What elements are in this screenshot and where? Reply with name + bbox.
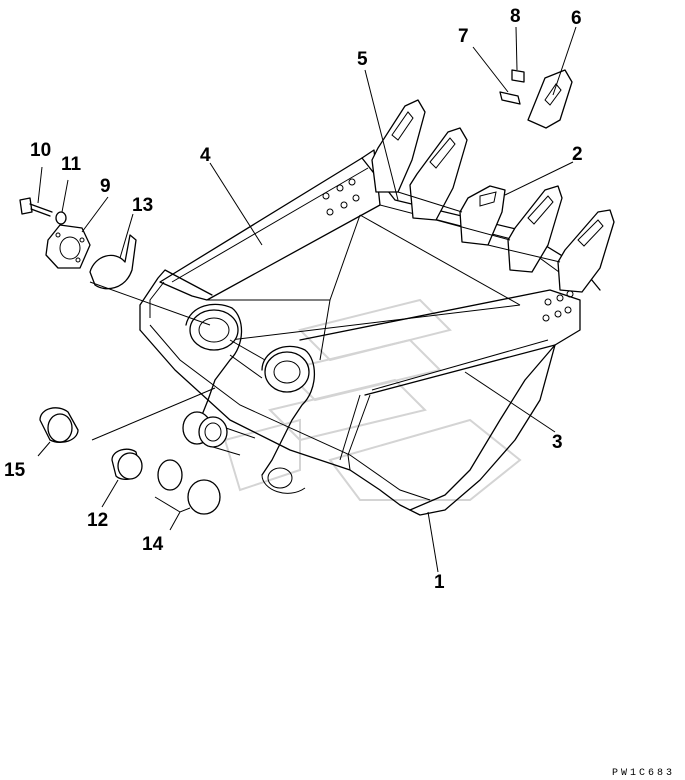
callout-4: 4 (200, 145, 211, 166)
watermark-logo (223, 298, 522, 501)
callout-10: 10 (30, 140, 51, 161)
washer (55, 211, 67, 225)
callout-12: 12 (87, 510, 108, 531)
bucket-teeth (371, 99, 615, 293)
tooth-point (527, 69, 573, 129)
callout-6: 6 (571, 8, 582, 29)
callout-7: 7 (458, 26, 469, 47)
tooth-pin (499, 91, 521, 105)
leader-lines (37, 26, 577, 573)
callout-15: 15 (4, 460, 26, 481)
bolt (19, 197, 53, 217)
callout-9: 9 (100, 176, 111, 197)
plate (45, 224, 91, 269)
callout-2: 2 (572, 144, 583, 165)
callout-labels: 1 2 3 4 5 6 7 8 9 10 11 12 13 14 15 (4, 6, 583, 593)
collar (111, 448, 143, 481)
callout-11: 11 (61, 154, 82, 175)
shim (89, 234, 137, 290)
mounting-bracket (182, 303, 316, 494)
callout-14: 14 (142, 534, 164, 555)
callout-3: 3 (552, 432, 563, 453)
callout-1: 1 (434, 572, 445, 593)
callout-5: 5 (357, 49, 368, 70)
callout-13: 13 (132, 195, 153, 216)
bushing (39, 407, 79, 444)
callout-8: 8 (510, 6, 521, 27)
tooth-lock (511, 69, 525, 83)
o-ring-lower (187, 479, 221, 515)
drawing-code: PW1C683 (612, 768, 675, 779)
o-ring-upper (157, 459, 183, 491)
